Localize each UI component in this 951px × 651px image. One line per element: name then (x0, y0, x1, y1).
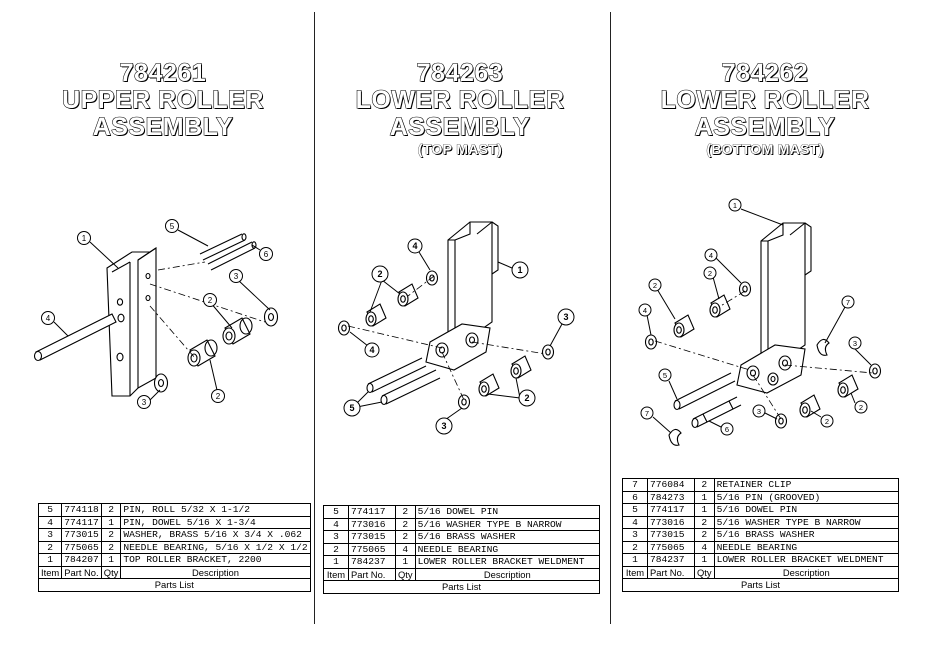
callout-label: 2 (859, 403, 863, 412)
callout-label: 5 (663, 371, 667, 380)
parts-list-caption: Parts List (323, 580, 600, 594)
callout-label: 7 (846, 298, 850, 307)
assembly-part-number: 784263 (416, 59, 504, 87)
callout-label: 4 (369, 345, 374, 355)
upper-roller-assembly-drawing: 1 2 2 3 3 4 5 6 (33, 219, 279, 409)
table-footer-row: Parts List (323, 580, 600, 594)
assembly-name-line: ASSEMBLY (389, 113, 531, 141)
callout-label: 4 (412, 241, 417, 251)
callout-label: 3 (757, 407, 761, 416)
callout-label: 2 (708, 269, 712, 278)
assembly-subtitle: (BOTTOM MAST) (706, 141, 824, 158)
assembly-name-line: LOWER ROLLER (355, 86, 565, 114)
callout-label: 3 (441, 421, 446, 431)
callout-label: 2 (653, 281, 657, 290)
callout-label: 2 (825, 417, 829, 426)
callout-label: 1 (517, 265, 522, 275)
callout-label: 2 (524, 393, 529, 403)
callout-label: 2 (208, 296, 213, 305)
callout-label: 2 (216, 392, 221, 401)
assembly-part-number: 784262 (721, 59, 809, 87)
assembly-name-line: UPPER ROLLER (62, 86, 264, 114)
table-footer-row: Parts List (38, 578, 311, 592)
panel-divider (610, 12, 611, 624)
assembly-title: 784262 LOWER ROLLER ASSEMBLY (BOTTOM MAS… (630, 59, 900, 158)
parts-list-caption: Parts List (622, 578, 899, 592)
callout-label: 3 (142, 398, 147, 407)
callout-label: 5 (170, 222, 175, 231)
assembly-name-line: ASSEMBLY (92, 113, 234, 141)
callout-label: 2 (377, 269, 382, 279)
parts-list-caption: Parts List (38, 578, 311, 592)
callout-label: 4 (46, 314, 51, 323)
lower-roller-bottom-mast-drawing: 1 2 2 2 2 3 3 4 4 5 6 7 7 (638, 198, 882, 446)
panel-divider (314, 12, 315, 624)
table-footer-row: Parts List (622, 578, 899, 592)
callout-label: 1 (82, 234, 87, 243)
callout-label: 6 (725, 425, 729, 434)
callout-label: 5 (349, 403, 354, 413)
callout-label: 3 (853, 339, 857, 348)
callout-label: 4 (709, 251, 713, 260)
assembly-part-number: 784261 (119, 59, 207, 87)
callout-label: 3 (234, 272, 239, 281)
callout-label: 4 (643, 306, 647, 315)
callout-label: 1 (733, 201, 737, 210)
assembly-name-line: LOWER ROLLER (660, 86, 870, 114)
assembly-name-line: ASSEMBLY (694, 113, 836, 141)
callout-label: 3 (563, 312, 568, 322)
assembly-title: 784263 LOWER ROLLER ASSEMBLY (TOP MAST) (325, 59, 595, 158)
lower-roller-top-mast-drawing: 1 2 2 3 3 4 4 5 (337, 221, 575, 435)
assembly-subtitle: (TOP MAST) (417, 141, 503, 158)
callout-label: 6 (264, 250, 269, 259)
assembly-title: 784261 UPPER ROLLER ASSEMBLY (28, 59, 298, 141)
callout-label: 7 (645, 409, 649, 418)
